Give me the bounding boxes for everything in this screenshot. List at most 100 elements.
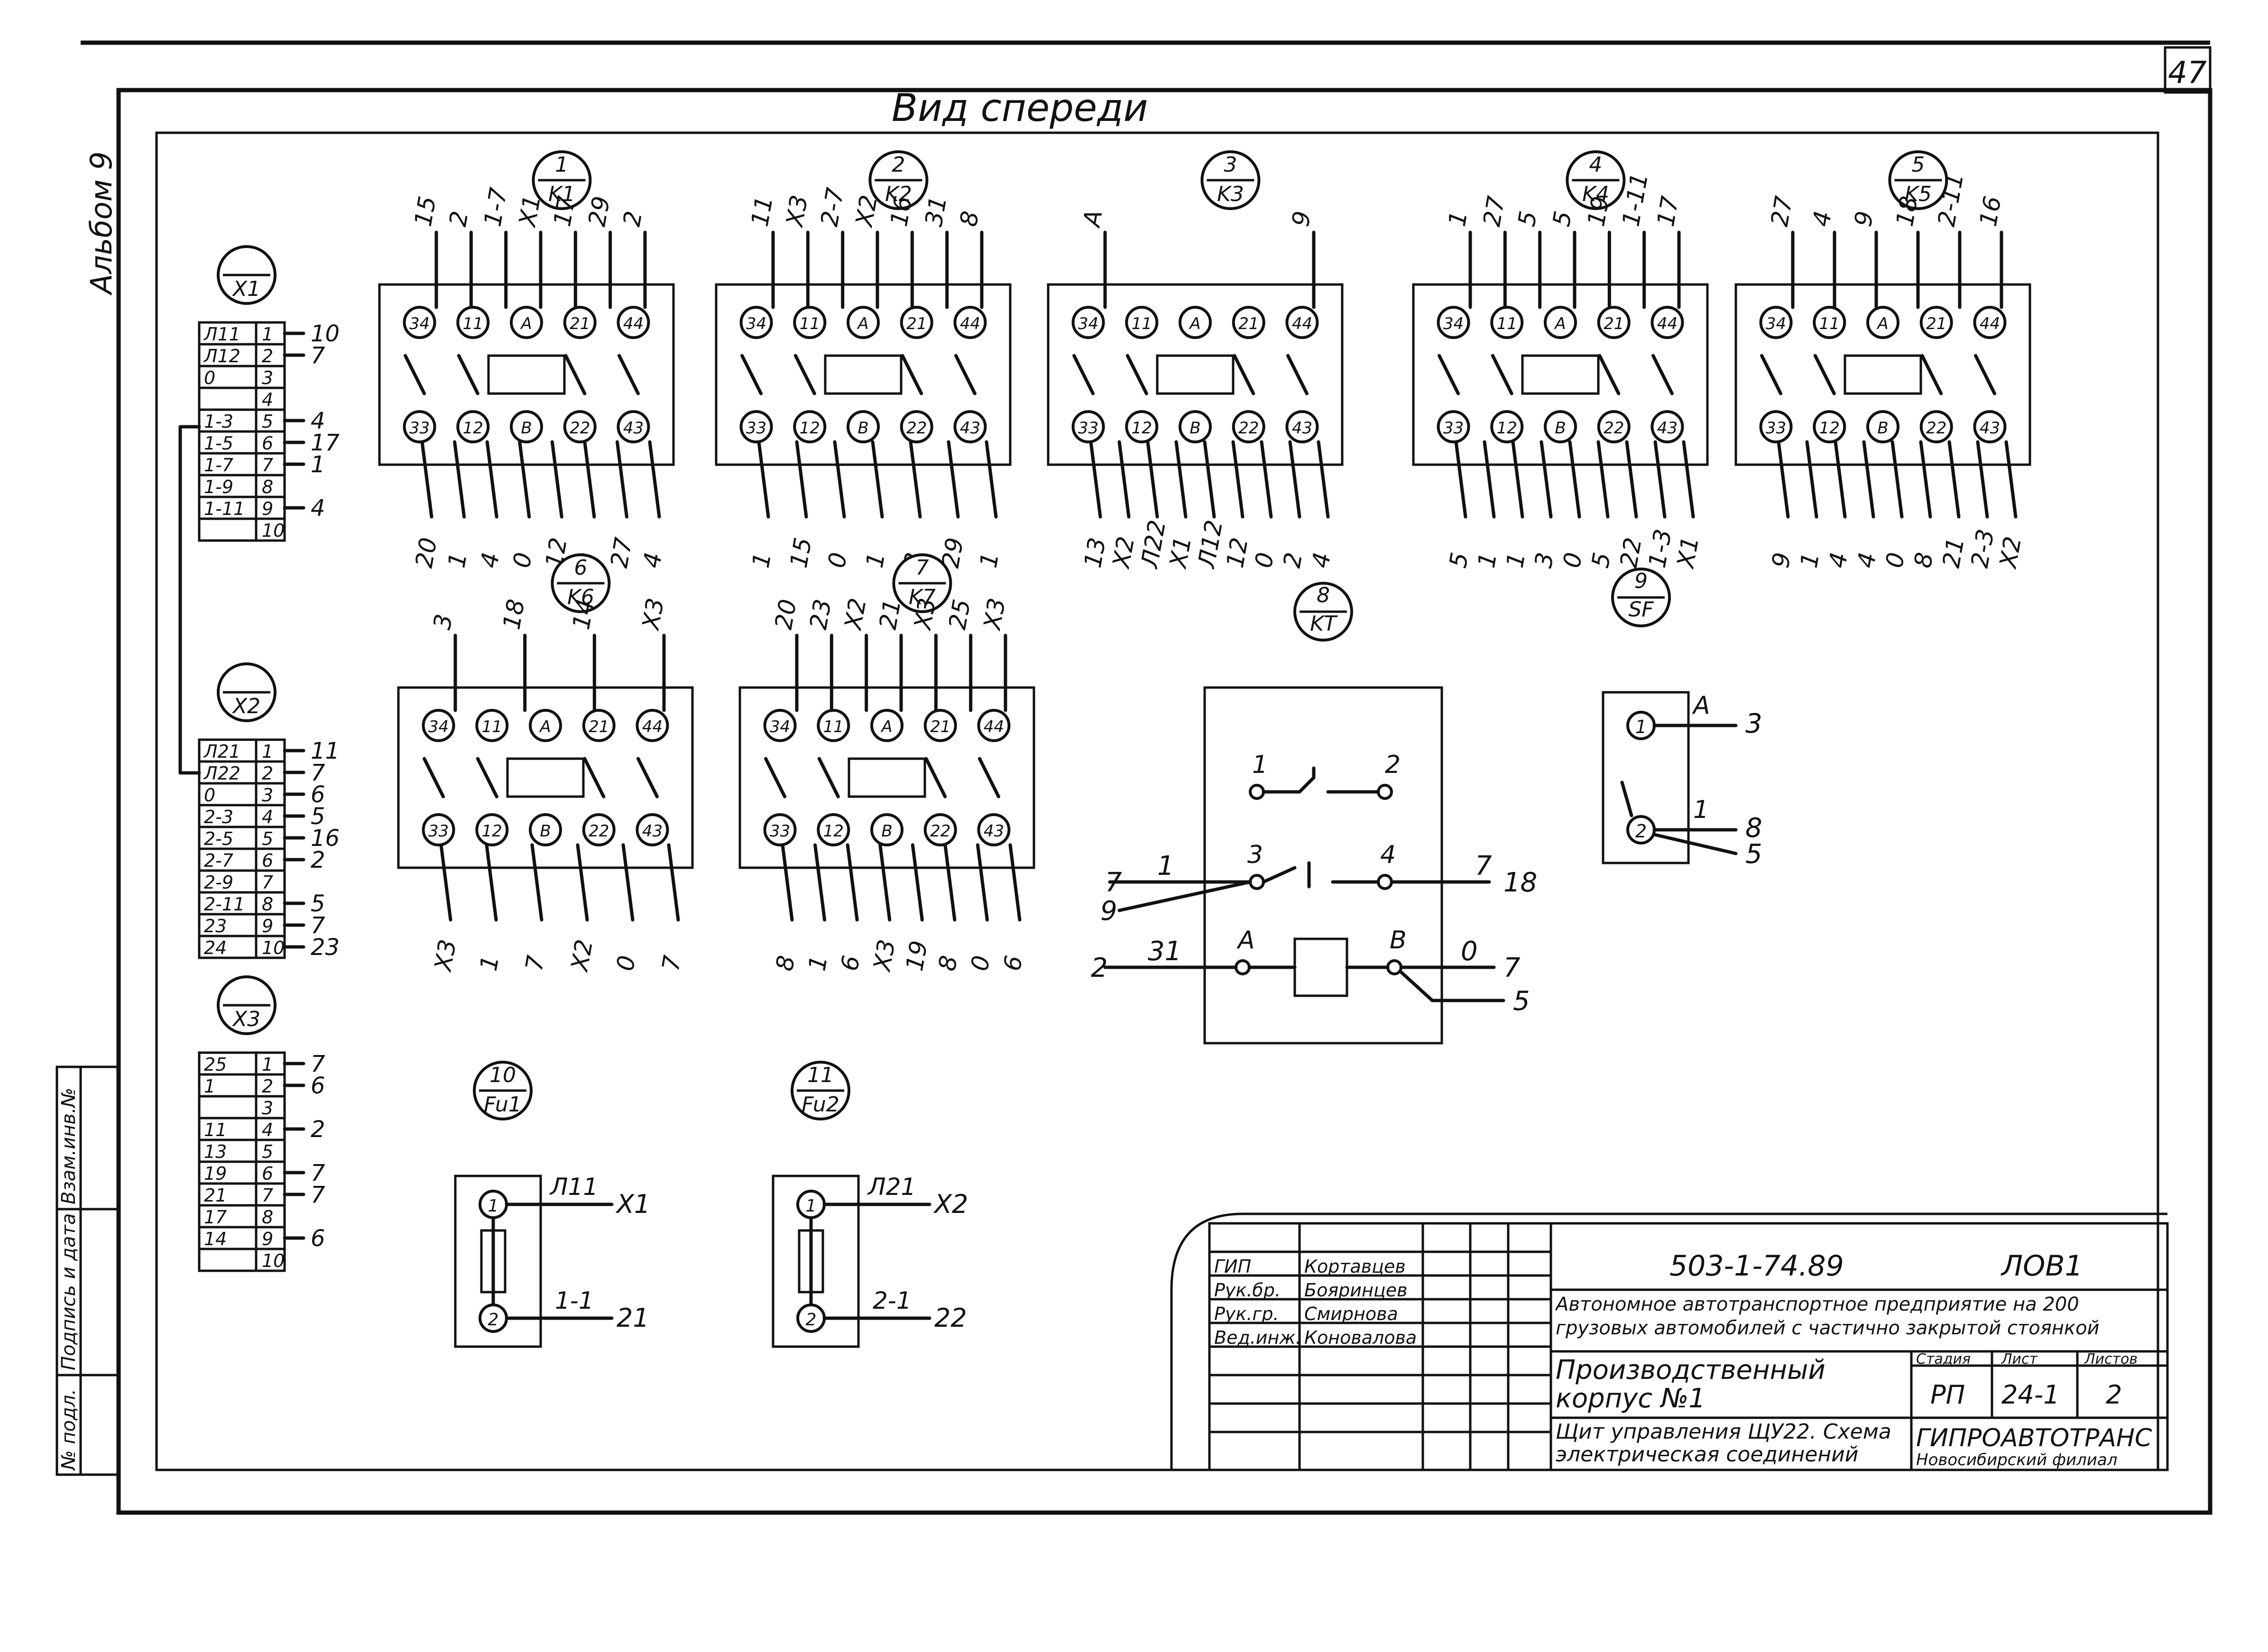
relay-wire-bottom [648,440,661,519]
relay-contact [977,757,1000,798]
relay-pin-bottom [1866,410,1899,443]
relay-pin-top-label: 11 [482,717,502,736]
relay-wire-top-label: 15 [409,194,442,229]
kt-label-4: 4 [1380,841,1396,869]
sf-pin-2: 2 [1635,821,1647,842]
relay-pin-top [817,709,850,742]
terminal-target: 10 [311,321,340,347]
project-name: Автономное автотранспортное предприятие … [1556,1294,2100,1339]
relay-wire-bottom [1231,440,1245,519]
relay-pin-bottom-label: 43 [1292,419,1312,438]
relay-wire-bottom-label: 4 [638,551,668,570]
relay-wire-top-label: 27 [1478,194,1510,229]
relay-pin-top-label: 34 [409,314,430,333]
relay-pin-top [1650,306,1684,339]
relay-pin-bottom-label: 33 [1766,419,1786,438]
relay-pin-top [403,306,436,339]
relay-wire-bottom [1919,440,1932,519]
terminal-number: 7 [262,872,273,893]
relay-pin-bottom-label: B [1189,419,1200,438]
relay-coil [1156,354,1235,395]
relay-pin-top-label: 11 [463,314,483,333]
terminal-source: 23 [204,916,227,936]
relay-wire-bottom [813,843,827,922]
terminal-source: Л22 [203,763,240,784]
terminal-source: 2-5 [204,828,233,849]
fuse-pin-2-label: 2 [806,1310,817,1330]
kt-label-3: 3 [1247,841,1263,869]
connector-1-badge-name: X2 [232,694,260,718]
terminal-target: 4 [311,495,325,522]
relay-wire-bottom-label: 22 [1615,535,1647,570]
relay-wire-top-label: 23 [804,597,837,632]
role-3-name: Коновалова [1304,1327,1417,1348]
relay-wire-top-label: 8 [955,209,985,229]
relay-wire-bottom [846,843,859,922]
terminal-number: 4 [262,807,273,827]
relay-pin-top [1179,306,1212,339]
title-block: ГИП Кортавцев Рук.бр. Бояринцев Рук.гр. … [1170,1212,2169,1471]
relay-pin-bottom-label: 12 [1497,419,1517,438]
terminal-number: 2 [262,763,273,784]
relay-pin-bottom [1813,410,1846,443]
relay-wire-bottom [1260,440,1273,519]
relay-pin-top [923,709,957,742]
relay-wire-top-label: 21 [874,597,906,632]
terminal-number: 4 [262,1120,273,1140]
relay-wire-bottom [518,440,531,519]
relay-wire-top-label: 3 [428,612,458,632]
terminal-number: 9 [262,916,273,936]
relay-pin-bottom-label: B [540,822,551,841]
drawing-name: Щит управления ЩУ22. Схема электрическая… [1556,1421,1891,1467]
relay-wire-top-label: X3 [909,596,941,633]
relay-pin-top [563,306,597,339]
terminal-target: 2 [311,847,325,873]
relay-pin-bottom [923,813,957,846]
terminal-target: 7 [311,1051,325,1077]
relay-contact [457,354,479,395]
relay-wire-bottom [485,843,498,922]
stamp-sign-date: Подпись и дата [58,1213,80,1370]
relay-wire-bottom [1777,440,1790,519]
terminal-number: 5 [262,1141,273,1162]
role-0-name: Кортавцев [1304,1256,1406,1277]
relay-wire-top-label: 14 [567,597,599,632]
terminal-number: 9 [262,1229,273,1249]
relay-pin-bottom [456,410,490,443]
stage-value: РП [1930,1380,1965,1410]
relay-wire-bottom-label: 0 [1250,551,1280,570]
terminal-number: 3 [262,367,273,388]
sf-wire-1: 1 [1693,796,1709,824]
relay-contact [583,757,606,798]
terminal-number: 1 [262,324,273,345]
relay-contact [1598,354,1621,395]
relay-wire-top-label: 1-7 [479,185,512,229]
relay-wire-bottom-label: 6 [998,954,1028,973]
kt-wire-7b: 7 [1475,851,1492,881]
relay-body [1412,283,1709,466]
relay-wire-bottom-label: 12 [1221,535,1254,570]
relay-wire-bottom [1540,440,1553,519]
relay-pin-bottom-label: 22 [1604,419,1624,438]
terminal-target: 5 [311,890,325,917]
relay-pin-bottom-label: 12 [1819,419,1840,438]
doc-mark: ЛОВ1 [2001,1249,2083,1283]
relay-wire-bottom-label: 7 [657,953,687,973]
breaker-sf: 9 SF 1 2 A 3 1 8 5 [1602,568,1762,870]
kt-wire-7c: 7 [1503,953,1521,983]
relay-pin-bottom [422,813,455,846]
relay-pin-top-label: 21 [906,314,927,333]
relay-contact [924,757,947,798]
sf-num: 9 [1634,569,1648,593]
relay-wire-top-label: 2-7 [815,185,849,229]
terminal-number: 9 [262,498,273,519]
stamp-orig-no: № подл. [58,1389,80,1471]
relay-pin-top [617,306,650,339]
relay-contact [1072,354,1095,395]
terminal-number: 2 [262,346,273,367]
relay-pin-top [763,709,797,742]
